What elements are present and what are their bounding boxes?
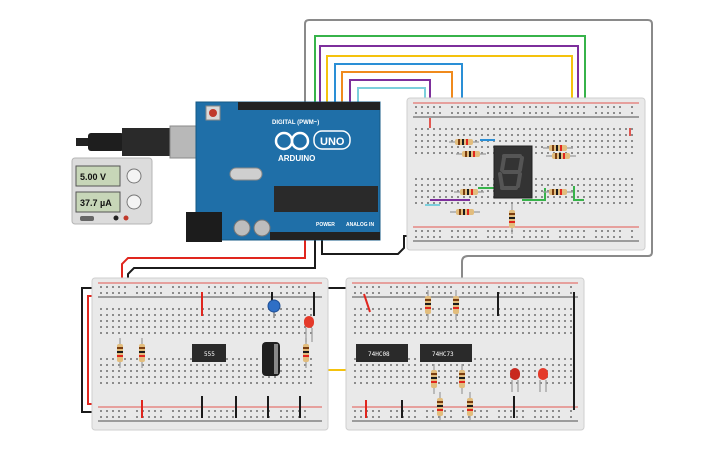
resistors (117, 139, 576, 422)
digital-header-label: DIGITAL (PWM~) (272, 120, 319, 126)
resistor-top-8[interactable] (509, 204, 515, 234)
resistor-top-2[interactable] (456, 151, 486, 157)
chip-555[interactable]: 555 (192, 344, 226, 362)
usb-cable[interactable] (76, 125, 211, 159)
power-label: POWER (316, 222, 335, 228)
resistor-right-1[interactable] (425, 290, 431, 320)
led-output-2[interactable] (538, 368, 548, 392)
current-reading: 37.7 µA (80, 198, 112, 208)
wire-green[interactable] (314, 35, 586, 130)
resistor-right-6[interactable] (467, 392, 473, 422)
electrolytic-capacitor[interactable] (262, 342, 280, 376)
resistor-top-6[interactable] (450, 209, 480, 215)
wire-gray-loop[interactable] (304, 19, 653, 300)
chip-555-label: 555 (204, 351, 215, 358)
current-knob[interactable] (126, 194, 142, 210)
resistor-left-2[interactable] (139, 338, 145, 368)
atmega-chip (274, 186, 378, 212)
chip-74hc08[interactable]: 74HC08 (356, 344, 408, 362)
resistor-top-1[interactable] (449, 139, 479, 145)
arduino-brand: ARDUINO (278, 154, 315, 163)
resistor-right-3[interactable] (431, 364, 437, 394)
led-clock[interactable] (304, 316, 314, 342)
arduino-logo-icon (274, 131, 310, 151)
ceramic-capacitor[interactable] (267, 299, 281, 318)
chip-74hc73[interactable]: 74HC73 (420, 344, 472, 362)
resistor-top-5[interactable] (454, 189, 484, 195)
led-output-1[interactable] (510, 368, 520, 392)
resistor-right-2[interactable] (453, 290, 459, 320)
arduino-model: UNO (320, 136, 345, 148)
power-switch[interactable] (80, 216, 94, 221)
resistor-top-7[interactable] (543, 189, 573, 195)
resistor-right-5[interactable] (437, 392, 443, 422)
voltage-reading: 5.00 V (80, 172, 106, 182)
terminal-negative[interactable] (113, 215, 119, 221)
resistor-top-3[interactable] (543, 145, 573, 151)
power-supply[interactable]: 5.00 V 37.7 µA (71, 157, 153, 225)
wire-purple-outer[interactable] (319, 45, 579, 140)
analog-label: ANALOG IN (346, 222, 374, 228)
arduino-uno[interactable]: DIGITAL (PWM~) ARDUINO UNO POWER ANALOG … (186, 101, 381, 242)
terminal-positive[interactable] (123, 215, 129, 221)
chip-74hc73-label: 74HC73 (432, 351, 454, 358)
voltage-knob[interactable] (126, 168, 142, 184)
resistor-right-4[interactable] (459, 364, 465, 394)
chip-74hc08-label: 74HC08 (368, 351, 390, 358)
wire-left-gnd[interactable] (81, 287, 96, 413)
resistor-left-1[interactable] (117, 338, 123, 368)
resistor-left-3[interactable] (303, 338, 309, 368)
seven-segment-display[interactable] (493, 145, 533, 199)
wire-5v-red[interactable] (121, 238, 306, 292)
dc-jack[interactable] (186, 212, 222, 242)
resistor-top-4[interactable] (546, 153, 576, 159)
